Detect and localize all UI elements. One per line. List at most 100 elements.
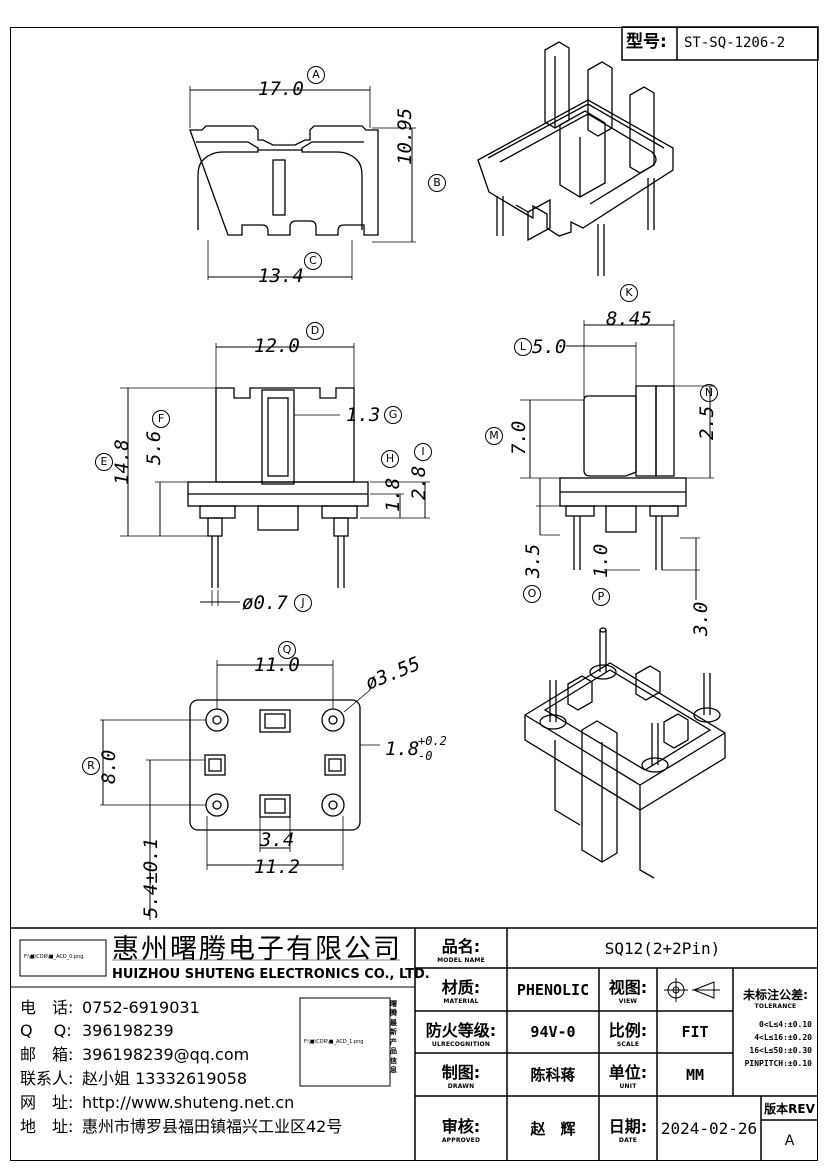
date-value: 2024-02-26 [660,1119,758,1138]
dim-r-marker: R [82,757,100,775]
dim-bottom-width: 11.2 [254,856,300,878]
contact-address-key: 地 址: [20,1117,74,1136]
rev-label: 版本REV [764,1101,815,1116]
fire-value: 94V-0 [530,1023,576,1041]
dim-m-value: 7.0 [508,420,530,455]
contact-phone-value: 0752-6919031 [82,998,200,1017]
material-label: 材质: [441,978,481,997]
drawn-value: 陈科蒋 [530,1066,576,1084]
dim-d-marker: D [306,322,324,340]
dim-h-marker: H [381,450,399,468]
dim-m-marker: M [485,427,503,445]
scale-label-cell: 比例:SCALE [599,1011,657,1053]
contact-website-value: http://www.shuteng.net.cn [82,1093,295,1112]
dim-o-value: 3.5 [522,543,544,578]
bottom-view [100,660,380,920]
dim-p-value: 1.0 [590,543,612,578]
dim-g-value: 1.3 [346,404,381,426]
top-view [189,86,416,280]
contact-website: 网 址: http://www.shuteng.net.cn [20,1089,294,1113]
dim-d-value: 12.0 [254,335,300,357]
contact-person-key: 联系人: [20,1069,74,1088]
tolerance-sub: TOLERANCE [754,1003,797,1010]
contact-qq-key: Q Q: [20,1021,72,1040]
iso-view-bottom [524,627,726,879]
dim-c-value: 13.4 [258,265,304,287]
dim-pitch-value: 3.0 [690,601,712,636]
material-label-cell: 材质:MATERIAL [415,968,507,1011]
unit-label: 单位: [608,1063,648,1082]
dim-slot-value: 3.4 [260,829,295,851]
contact-phone: 电 话:0752-6919031 [20,994,200,1018]
name-label-cell: 品名:MODEL NAME [415,928,507,968]
model-label: 型号: [626,32,667,52]
scale-value: FIT [681,1023,709,1041]
name-value: SQ12(2+2Pin) [604,938,721,958]
dim-n-marker: N [700,384,718,402]
stamp-side-text: 曙腾最新产品信息 [390,1000,397,1075]
front-view [120,343,430,606]
name-sub: MODEL NAME [437,956,485,964]
title-block-lines [10,927,818,1161]
iso-view-top [477,41,674,276]
tolerance-row: 0<L≤4:±0.10 [759,1020,812,1029]
dim-tol-upper: +0.2 [418,734,447,748]
dim-j-value: ø0.7 [242,592,288,614]
fire-sub: ULRECOGNITION [431,1040,491,1048]
tolerance-row: PINPITCH:±0.10 [744,1059,812,1068]
date-label: 日期: [608,1117,648,1136]
dim-a-marker: A [307,66,325,84]
contact-website-key: 网 址: [20,1093,74,1112]
dim-f-value: 5.6 [143,430,165,465]
unit-label-cell: 单位:UNIT [599,1053,657,1096]
dim-l-marker: L [514,338,532,356]
view-label-cell: 视图:VIEW [599,968,657,1011]
dim-e-value: 14.8 [111,439,133,485]
fire-label-cell: 防火等级:ULRECOGNITION [415,1011,507,1053]
projection-symbol [664,978,720,1002]
dim-l-value: 5.0 [532,336,567,358]
unit-sub: UNIT [619,1083,637,1090]
side-view [520,320,714,600]
scale-sub: SCALE [616,1040,640,1048]
dim-o-marker: O [523,585,541,603]
view-sub: VIEW [618,998,638,1005]
dim-a-value: 17.0 [258,78,304,100]
company-name-cn: 惠州曙腾电子有限公司 [112,934,402,965]
unit-value: MM [685,1065,705,1084]
rev-value: A [784,1132,795,1149]
dim-h-value: 1.8 [382,477,404,512]
logo-placeholder: F:\■\CDR\■_ACD_0.png [24,954,84,960]
contact-person-value: 赵小姐 13332619058 [82,1069,248,1088]
model-number: ST-SQ-1206-2 [684,35,786,51]
dim-c-marker: C [304,252,322,270]
contact-email: 邮 箱:396198239@qq.com [20,1041,249,1065]
contact-qq-value: 396198239 [82,1021,174,1040]
name-label: 品名: [441,936,481,956]
approved-sub: APPROVED [441,1137,481,1144]
dim-r-value: 8.0 [98,749,120,784]
dim-i-value: 2.8 [408,465,430,500]
dim-g-marker: G [384,406,402,424]
dim-i-marker: I [414,443,432,461]
tolerance-row: 16<L≤50:±0.30 [749,1046,812,1055]
date-label-cell: 日期:DATE [599,1096,657,1161]
tolerance-cell: 未标注公差: TOLERANCE 0<L≤4:±0.10 4<L≤16:±0.2… [733,968,818,1096]
stamp-placeholder: F:\■\CDR\■_ACD_1.png [304,1039,364,1045]
dim-j-marker: J [294,594,312,612]
dim-b-value: 10.95 [394,107,416,165]
drawn-sub: DRAWN [447,1083,475,1090]
scale-label: 比例: [608,1020,648,1040]
dim-offset-value: 5.4±0.1 [140,837,162,918]
view-label: 视图: [608,978,648,997]
dim-f-marker: F [152,410,170,428]
dim-p-marker: P [592,588,610,606]
company-name-en: HUIZHOU SHUTENG ELECTRONICS CO., LTD. [112,967,430,982]
drawing-frame [10,27,818,1161]
fire-label: 防火等级: [425,1020,497,1040]
approved-label-cell: 审核:APPROVED [415,1096,507,1161]
date-sub: DATE [618,1137,638,1144]
dim-e-marker: E [95,453,113,471]
contact-qq: Q Q: 396198239 [20,1017,174,1041]
